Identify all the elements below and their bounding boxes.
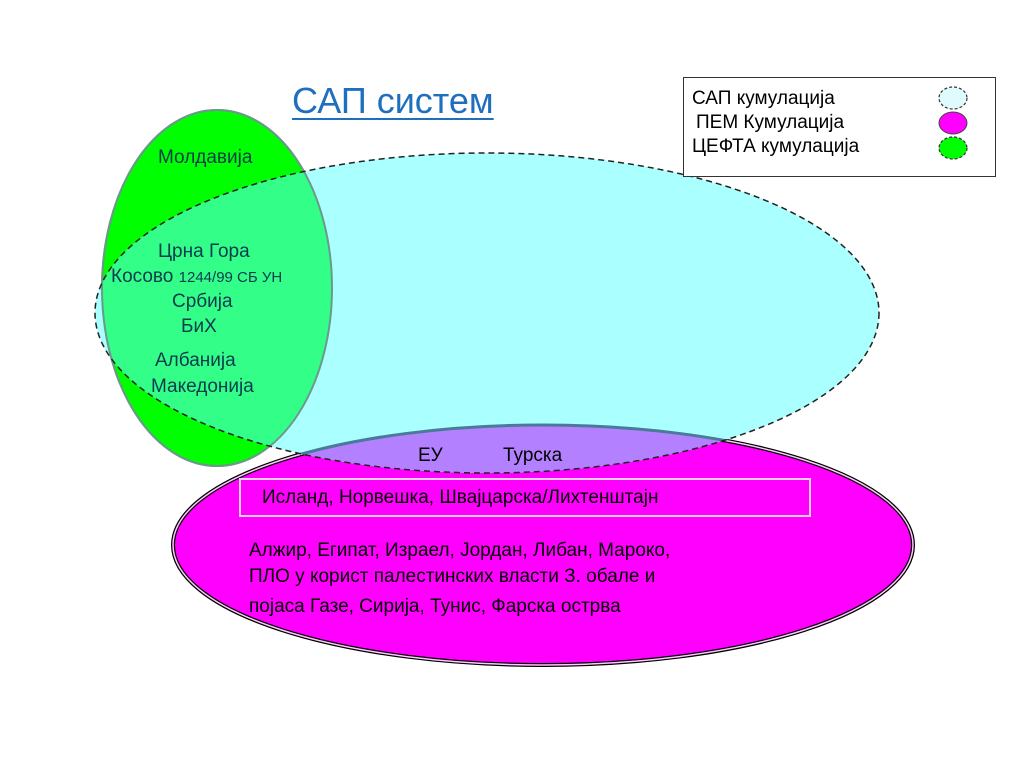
legend-item-sap: САП кумулација [692,88,835,109]
legend-item-pem: ПЕМ Кумулација [696,112,845,133]
label-albania: Албанија [155,350,236,371]
sap-pem-overlap-outline [171,423,879,473]
page-title: САП систем [292,80,494,121]
legend-swatch-sap [938,86,968,110]
cefta-ellipse-outline [101,109,333,467]
label-serbia: Србија [172,291,233,312]
legend: САП кумулација ПЕМ Кумулација ЦЕФТА куму… [683,77,996,177]
legend-swatches [938,86,968,160]
label-moldova: Молдавија [158,147,253,168]
legend-swatch-cefta [938,136,968,160]
label-kosovo: Косово 1244/99 СБ УН [111,266,282,288]
legend-item-cefta: ЦЕФТА кумулација [692,136,860,157]
sap-ellipse-outline [94,152,880,474]
label-macedonia: Македонија [151,376,254,397]
label-med-line-3: појаса Газе, Сирија, Тунис, Фарска острв… [249,596,621,617]
label-efta: Исланд, Норвешка, Швајцарска/Лихтенштајн [262,487,659,508]
label-montenegro: Црна Гора [158,241,250,262]
label-med-line-1: Алжир, Египат, Израел, Јордан, Либан, Ма… [249,540,671,561]
label-eu: ЕУ [418,445,443,466]
label-turkey: Турска [503,445,563,466]
label-med-line-2: ПЛО у корист палестинских власти З. обал… [249,566,656,587]
legend-swatch-pem [938,111,968,135]
efta-box [239,478,811,517]
label-kosovo-name: Косово [111,266,174,287]
cefta-sap-overlap [102,153,332,466]
label-kosovo-note: 1244/99 СБ УН [178,269,283,286]
label-bih: БиХ [181,316,217,337]
